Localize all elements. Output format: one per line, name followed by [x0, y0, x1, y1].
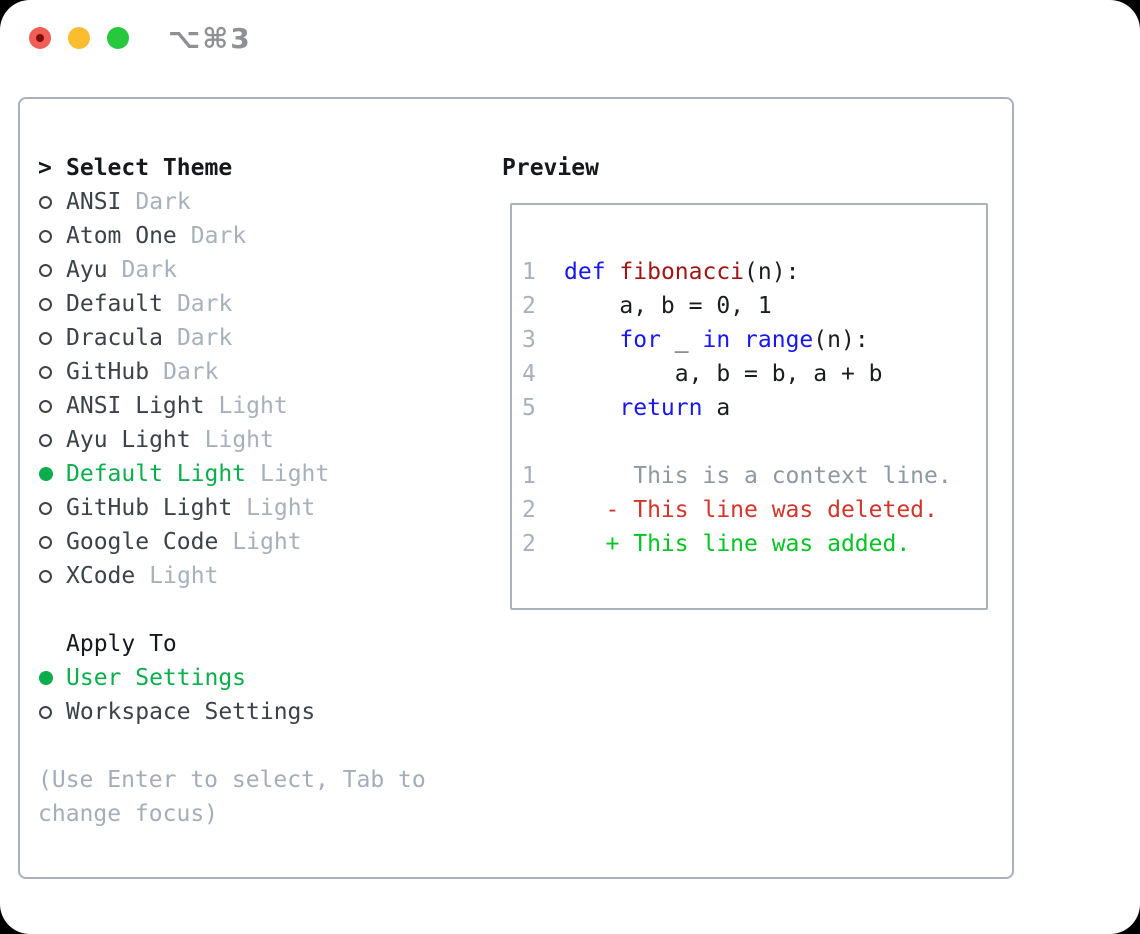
diff-context-line: 1 This is a context line. — [522, 459, 986, 493]
zoom-button-icon[interactable] — [107, 27, 129, 49]
radio-icon — [39, 195, 52, 209]
diff-text: + This line was added. — [564, 531, 911, 557]
line-number: 1 — [522, 463, 536, 489]
focus-caret-icon: > — [38, 155, 52, 181]
diff-deleted-line: 2 - This line was deleted. — [522, 493, 986, 527]
code-text: a, b = b, a + b — [564, 361, 883, 387]
apply-to-user-settings[interactable]: User Settings — [38, 661, 426, 695]
diff-text: - This line was deleted. — [564, 497, 938, 523]
code-line: 2 a, b = 0, 1 — [522, 289, 986, 323]
radio-icon — [39, 365, 52, 379]
radio-selected-icon — [39, 467, 53, 481]
preview-title: Preview — [502, 155, 599, 181]
spacer — [38, 729, 426, 763]
line-number: 3 — [522, 327, 536, 353]
code-line: 1 def fibonacci(n): — [522, 255, 986, 289]
line-number: 2 — [522, 293, 536, 319]
select-theme-header: > Select Theme — [38, 151, 426, 185]
hint-text-line2: change focus) — [38, 801, 219, 827]
code-text: a, b = 0, 1 — [564, 293, 772, 319]
code-text: return a — [619, 395, 731, 421]
line-number: 5 — [522, 395, 536, 421]
diff-text: This is a context line. — [564, 463, 952, 489]
radio-icon — [39, 297, 52, 311]
apply-to-header: Apply To — [38, 627, 426, 661]
diff-added-line: 2 + This line was added. — [522, 527, 986, 561]
line-number: 2 — [522, 497, 536, 523]
code-line: 5 return a — [522, 391, 986, 425]
section-title: Select Theme — [66, 155, 233, 181]
line-number: 1 — [522, 259, 536, 285]
radio-icon — [39, 399, 52, 413]
spacer — [38, 593, 426, 627]
radio-icon — [39, 705, 52, 719]
line-number: 4 — [522, 361, 536, 387]
line-number: 2 — [522, 531, 536, 557]
radio-icon — [39, 331, 52, 345]
section-title: Apply To — [66, 631, 177, 657]
radio-icon — [39, 501, 52, 515]
code-line: 3 for _ in range(n): — [522, 323, 986, 357]
code-line: 4 a, b = b, a + b — [522, 357, 986, 391]
code-text: for _ in range(n): — [619, 327, 869, 353]
traffic-lights — [29, 27, 129, 49]
blank-line — [522, 425, 986, 459]
apply-to-workspace-settings[interactable]: Workspace Settings — [38, 695, 426, 729]
radio-selected-icon — [39, 671, 53, 685]
close-dot-icon — [36, 34, 44, 42]
radio-icon — [39, 229, 52, 243]
close-button-icon[interactable] — [29, 27, 51, 49]
radio-icon — [39, 433, 52, 447]
preview-pane: 1 def fibonacci(n): 2 a, b = 0, 1 3 for _… — [510, 203, 988, 610]
window-title: ⌥⌘3 — [168, 22, 252, 55]
hint-text-line1: (Use Enter to select, Tab to — [38, 767, 426, 793]
radio-icon — [39, 535, 52, 549]
minimize-button-icon[interactable] — [68, 27, 90, 49]
code-text: def fibonacci(n): — [564, 259, 800, 285]
radio-icon — [39, 263, 52, 277]
radio-icon — [39, 569, 52, 583]
